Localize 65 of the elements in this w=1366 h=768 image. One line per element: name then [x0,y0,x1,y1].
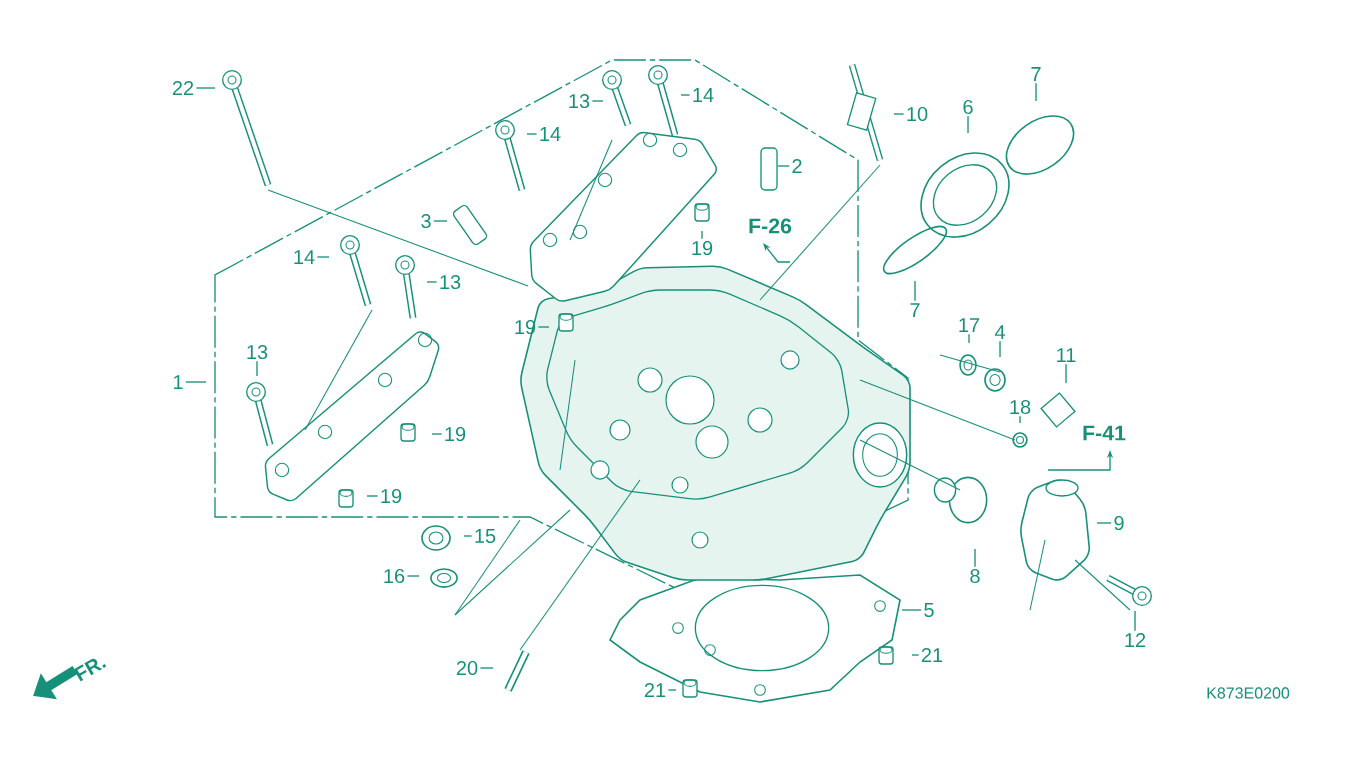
leader-line [667,689,677,691]
leader-line [256,360,258,377]
leader-line [366,495,379,497]
leader-line [967,115,969,134]
leader-line [901,609,922,611]
reference-label: F-41 [1083,425,1126,441]
callout-number: 19 [381,488,402,504]
callout-number: 3 [421,213,431,229]
callout-number: 15 [475,529,496,543]
callout-number: 2 [792,159,802,173]
leader-line [406,575,420,577]
leader-line [316,256,330,258]
leader-line [1035,82,1037,102]
callout-number: 9 [1114,515,1124,531]
callout-number: 21 [921,648,943,662]
front-label: FR. [73,658,107,682]
callout-number: 14 [693,88,714,102]
callout-number: 7 [910,303,920,317]
leader-line [479,667,494,669]
leader-line [999,340,1001,358]
leader-line [1096,522,1112,524]
leader-line [463,535,473,537]
callout-number: 18 [1010,399,1031,415]
callout-number: 7 [1031,67,1041,81]
leader-line [591,100,604,102]
callout-number: 19 [445,426,466,442]
leader-line [426,281,438,283]
callout-number: 22 [172,81,194,95]
callout-number: 10 [907,106,928,122]
leader-line [911,654,920,656]
diagram-code: K873E0200 [1207,687,1290,699]
leader-line [777,165,790,167]
leader-line [701,230,703,240]
callout-number: 13 [440,274,461,290]
callout-number: 14 [540,127,561,141]
callout-number: 13 [569,93,590,109]
leader-line [433,220,448,222]
callout-number: 5 [924,603,934,617]
leader-line [537,326,550,328]
callout-number: 8 [970,568,980,584]
callout-number: 21 [644,683,666,697]
callout-number: 6 [963,99,973,115]
leader-line [974,548,976,568]
leader-line [195,87,216,89]
leader-line [1019,415,1021,424]
leader-line [914,280,916,302]
callout-number: 16 [384,568,405,584]
callout-number: 4 [994,325,1005,339]
leader-line [893,113,905,115]
callout-number: 20 [456,660,478,676]
leader-line [185,381,207,383]
callout-number: 12 [1125,633,1146,647]
leader-line [1065,363,1067,384]
leader-line [1134,610,1136,632]
callout-number: 11 [1057,348,1076,362]
leader-line [968,333,970,344]
leader-line [680,94,691,96]
callout-number: 14 [294,250,315,264]
callout-number: 19 [692,240,713,256]
leader-line [431,433,443,435]
leader-line [526,133,538,135]
callout-number: 1 [173,375,183,389]
callout-number: 13 [247,344,268,360]
callout-number: 17 [959,318,980,332]
reference-label: F-26 [749,218,792,234]
